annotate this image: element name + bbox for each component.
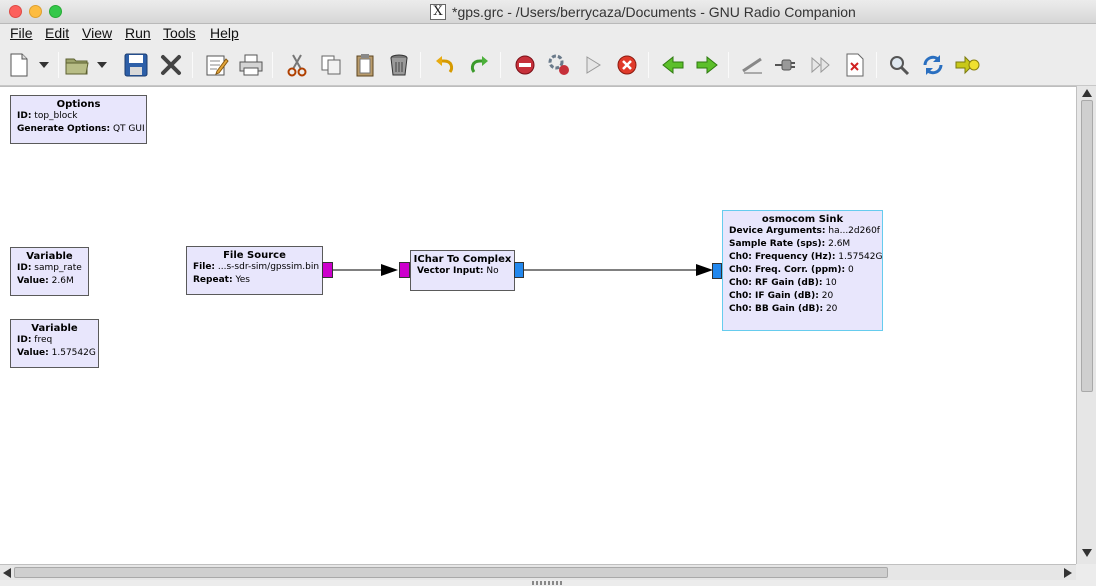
block-param: Device Arguments: ha...2d260f [729, 226, 880, 236]
block-title: osmocom Sink [761, 214, 844, 225]
file-source-out-port[interactable] [322, 262, 333, 278]
menu-tools[interactable]: Tools [163, 25, 196, 41]
scroll-down-icon[interactable] [1082, 549, 1092, 557]
generate-icon[interactable] [510, 50, 540, 80]
window-title: *gps.grc - /Users/berrycaza/Documents - … [452, 4, 856, 20]
connection-arrow [381, 264, 398, 276]
open-hier-icon[interactable] [952, 50, 982, 80]
cut-icon[interactable] [282, 50, 312, 80]
new-document-icon[interactable] [4, 50, 34, 80]
connection-arrow [696, 264, 713, 276]
block-title: Options [56, 99, 101, 110]
print-icon[interactable] [236, 50, 266, 80]
block-title: Variable [26, 251, 73, 262]
execute-icon[interactable] [544, 50, 574, 80]
block-param: Ch0: Freq. Corr. (ppm): 0 [729, 265, 854, 275]
block-param: Sample Rate (sps): 2.6M [729, 239, 851, 249]
menu-view[interactable]: View [82, 25, 113, 41]
block-param: Vector Input: No [417, 266, 499, 276]
block-ichar-to-complex[interactable]: IChar To Complex Vector Input: No [410, 250, 515, 291]
find-icon[interactable] [884, 50, 914, 80]
ichar-in-port[interactable] [399, 262, 410, 278]
block-variable-samp-rate[interactable]: Variable ID: samp_rate Value: 2.6M [10, 247, 89, 296]
menu-help[interactable]: Help [210, 25, 239, 41]
disable-icon[interactable] [770, 50, 800, 80]
block-param: Generate Options: QT GUI [17, 124, 145, 134]
menu-bar: File Edit View Run Tools Help [0, 24, 1096, 44]
rotate-left-icon[interactable] [658, 50, 688, 80]
block-param: Ch0: Frequency (Hz): 1.57542G [729, 252, 883, 262]
block-param: Ch0: IF Gain (dB): 20 [729, 291, 834, 301]
menu-run[interactable]: Run [125, 25, 151, 41]
window-maximize-button[interactable] [49, 5, 62, 18]
save-icon[interactable] [121, 50, 151, 80]
copy-icon[interactable] [316, 50, 346, 80]
vertical-scroll-thumb[interactable] [1081, 100, 1093, 392]
properties-icon[interactable] [202, 50, 232, 80]
block-param: Value: 1.57542G [17, 348, 96, 358]
connections-layer [333, 264, 713, 276]
block-param: ID: samp_rate [17, 263, 82, 273]
scroll-left-icon[interactable] [3, 568, 11, 578]
block-file-source[interactable]: File Source File: ...s-sdr-sim/gpssim.bi… [186, 246, 323, 295]
scroll-up-icon[interactable] [1082, 89, 1092, 97]
block-title: File Source [223, 250, 286, 261]
block-options[interactable]: Options ID: top_block Generate Options: … [10, 95, 147, 144]
kill-icon[interactable] [612, 50, 642, 80]
pane-resize-grip-icon[interactable] [532, 581, 564, 585]
window-minimize-button[interactable] [29, 5, 42, 18]
delete-icon[interactable] [384, 50, 414, 80]
block-param: Value: 2.6M [17, 276, 74, 286]
horizontal-scrollbar[interactable] [0, 564, 1076, 580]
dropdown-arrow-icon[interactable] [92, 50, 112, 80]
window-close-button[interactable] [9, 5, 22, 18]
block-title: Variable [31, 323, 78, 334]
close-icon[interactable] [156, 50, 186, 80]
ichar-out-port[interactable] [514, 262, 524, 278]
title-bar: X *gps.grc - /Users/berrycaza/Documents … [0, 0, 1096, 24]
undo-icon[interactable] [430, 50, 460, 80]
vertical-scrollbar[interactable] [1076, 86, 1096, 564]
play-icon[interactable] [578, 50, 608, 80]
generate-error-icon[interactable] [840, 50, 870, 80]
block-osmocom-sink[interactable]: osmocom Sink Device Arguments: ha...2d26… [722, 210, 883, 331]
block-param: Ch0: BB Gain (dB): 20 [729, 304, 838, 314]
dropdown-arrow-icon[interactable] [34, 50, 54, 80]
bypass-icon[interactable] [806, 50, 836, 80]
enable-icon[interactable] [738, 50, 768, 80]
toolbar [0, 44, 1096, 86]
menu-file[interactable]: File [10, 25, 33, 41]
reload-icon[interactable] [918, 50, 948, 80]
scroll-right-icon[interactable] [1064, 568, 1072, 578]
block-param: Repeat: Yes [193, 275, 250, 285]
block-variable-freq[interactable]: Variable ID: freq Value: 1.57542G [10, 319, 99, 368]
paste-icon[interactable] [350, 50, 380, 80]
block-param: File: ...s-sdr-sim/gpssim.bin [193, 262, 320, 272]
block-param: ID: top_block [17, 111, 78, 121]
open-folder-icon[interactable] [62, 50, 92, 80]
redo-icon[interactable] [464, 50, 494, 80]
block-param: ID: freq [17, 335, 53, 345]
rotate-right-icon[interactable] [692, 50, 722, 80]
horizontal-scroll-thumb[interactable] [14, 567, 888, 578]
osmocom-sink-in-port[interactable] [712, 263, 722, 279]
block-param: Ch0: RF Gain (dB): 10 [729, 278, 837, 288]
flowgraph-canvas[interactable]: Options ID: top_block Generate Options: … [0, 86, 1076, 564]
block-title: IChar To Complex [413, 254, 512, 265]
menu-edit[interactable]: Edit [45, 25, 70, 41]
x11-app-icon: X [430, 4, 446, 20]
